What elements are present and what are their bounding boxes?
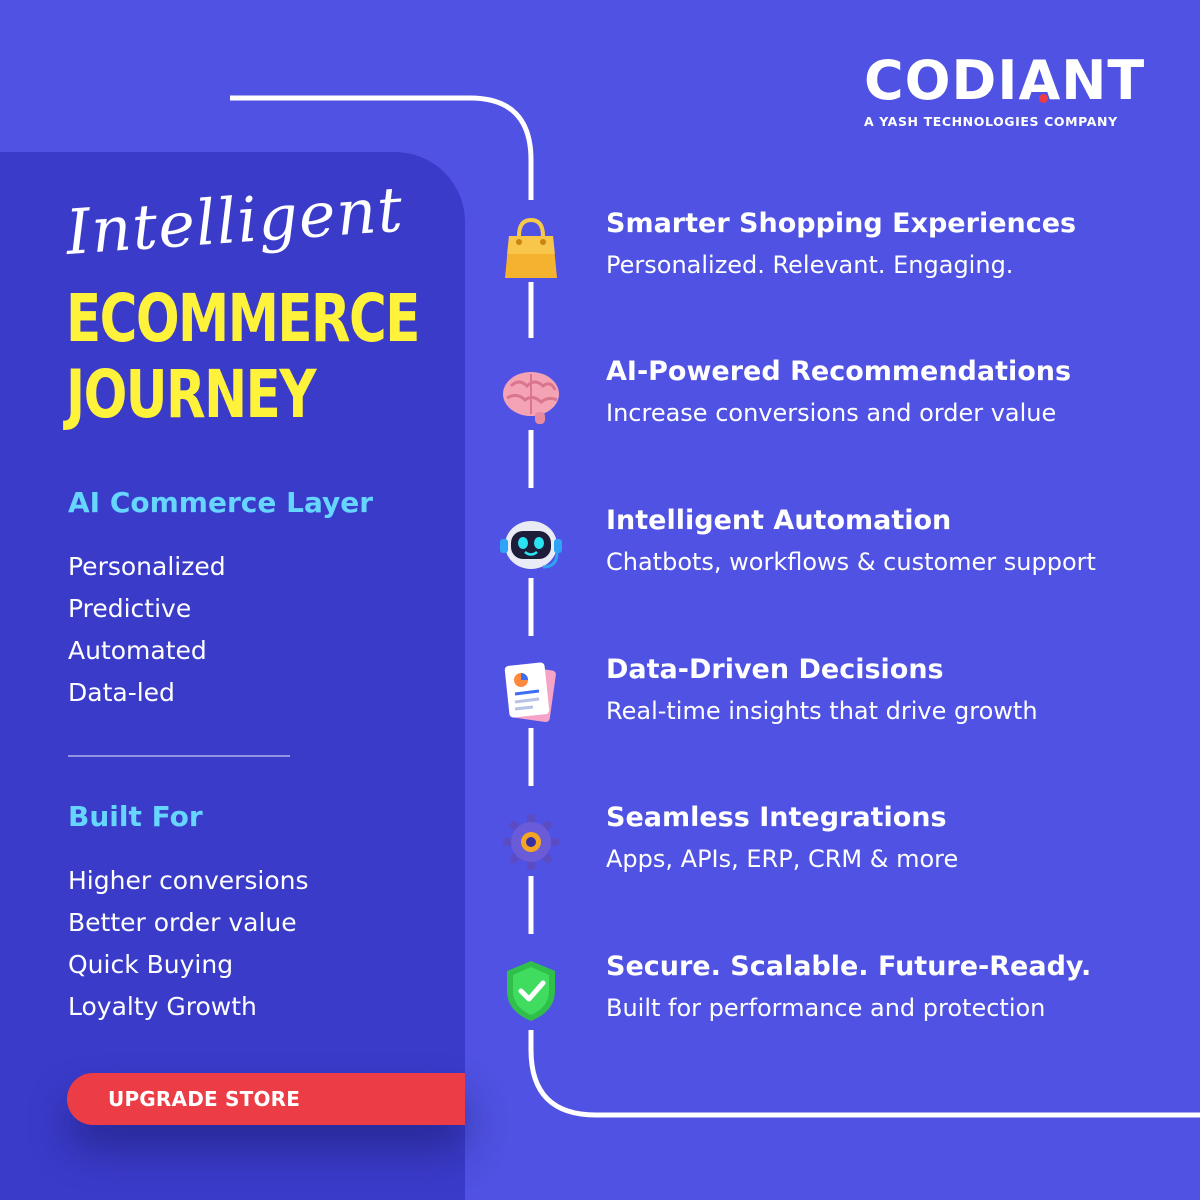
built-for-item: Higher conversions [68, 866, 309, 895]
upgrade-store-button[interactable]: UPGRADE STORE [67, 1073, 465, 1125]
hero-headline-line2: JOURNEY [66, 356, 317, 433]
built-for-item: Quick Buying [68, 950, 234, 979]
journey-item-subtitle: Apps, APIs, ERP, CRM & more [606, 845, 959, 873]
journey-item: Secure. Scalable. Future-Ready. Built fo… [495, 951, 1185, 1041]
logo-wordmark: CODIANT [864, 49, 1146, 112]
logo-accent-dot [1039, 94, 1048, 103]
journey-item-subtitle: Personalized. Relevant. Engaging. [606, 251, 1014, 279]
journey-item-subtitle: Increase conversions and order value [606, 399, 1057, 427]
built-for-item: Better order value [68, 908, 297, 937]
commerce-layer-item: Data-led [68, 678, 175, 707]
robot-icon [495, 509, 567, 581]
commerce-layer-item: Automated [68, 636, 207, 665]
journey-item-subtitle: Built for performance and protection [606, 994, 1046, 1022]
journey-item-title: Smarter Shopping Experiences [606, 208, 1077, 239]
journey-item: Seamless Integrations Apps, APIs, ERP, C… [495, 802, 1185, 892]
journey-item-subtitle: Real-time insights that drive growth [606, 697, 1038, 725]
journey-item-title: Seamless Integrations [606, 802, 947, 833]
brain-icon [495, 360, 567, 432]
journey-item-title: Secure. Scalable. Future-Ready. [606, 951, 1092, 982]
journey-item: AI-Powered Recommendations Increase conv… [495, 356, 1185, 446]
built-for-title: Built For [68, 800, 203, 833]
upgrade-store-label: UPGRADE STORE [108, 1087, 301, 1111]
journey-item-title: AI-Powered Recommendations [606, 356, 1072, 387]
shopping-bag-icon [495, 212, 567, 284]
hero-headline-line1: ECOMMERCE [66, 280, 420, 357]
built-for-item: Loyalty Growth [68, 992, 257, 1021]
journey-item-title: Data-Driven Decisions [606, 654, 944, 685]
journey-item-subtitle: Chatbots, workflows & customer support [606, 548, 1096, 576]
gear-icon [495, 806, 567, 878]
commerce-layer-item: Predictive [68, 594, 192, 623]
commerce-layer-item: Personalized [68, 552, 226, 581]
left-panel [0, 152, 465, 1200]
journey-item: Data-Driven Decisions Real-time insights… [495, 654, 1185, 744]
codiant-logo: CODIANT A YASH TECHNOLOGIES COMPANY [864, 49, 1146, 130]
report-icon [495, 658, 567, 730]
shield-check-icon [495, 955, 567, 1027]
section-divider [68, 755, 290, 757]
journey-item: Smarter Shopping Experiences Personalize… [495, 208, 1185, 298]
journey-item-title: Intelligent Automation [606, 505, 952, 536]
journey-item: Intelligent Automation Chatbots, workflo… [495, 505, 1185, 595]
logo-tagline: A YASH TECHNOLOGIES COMPANY [864, 114, 1118, 129]
commerce-layer-title: AI Commerce Layer [68, 486, 374, 519]
